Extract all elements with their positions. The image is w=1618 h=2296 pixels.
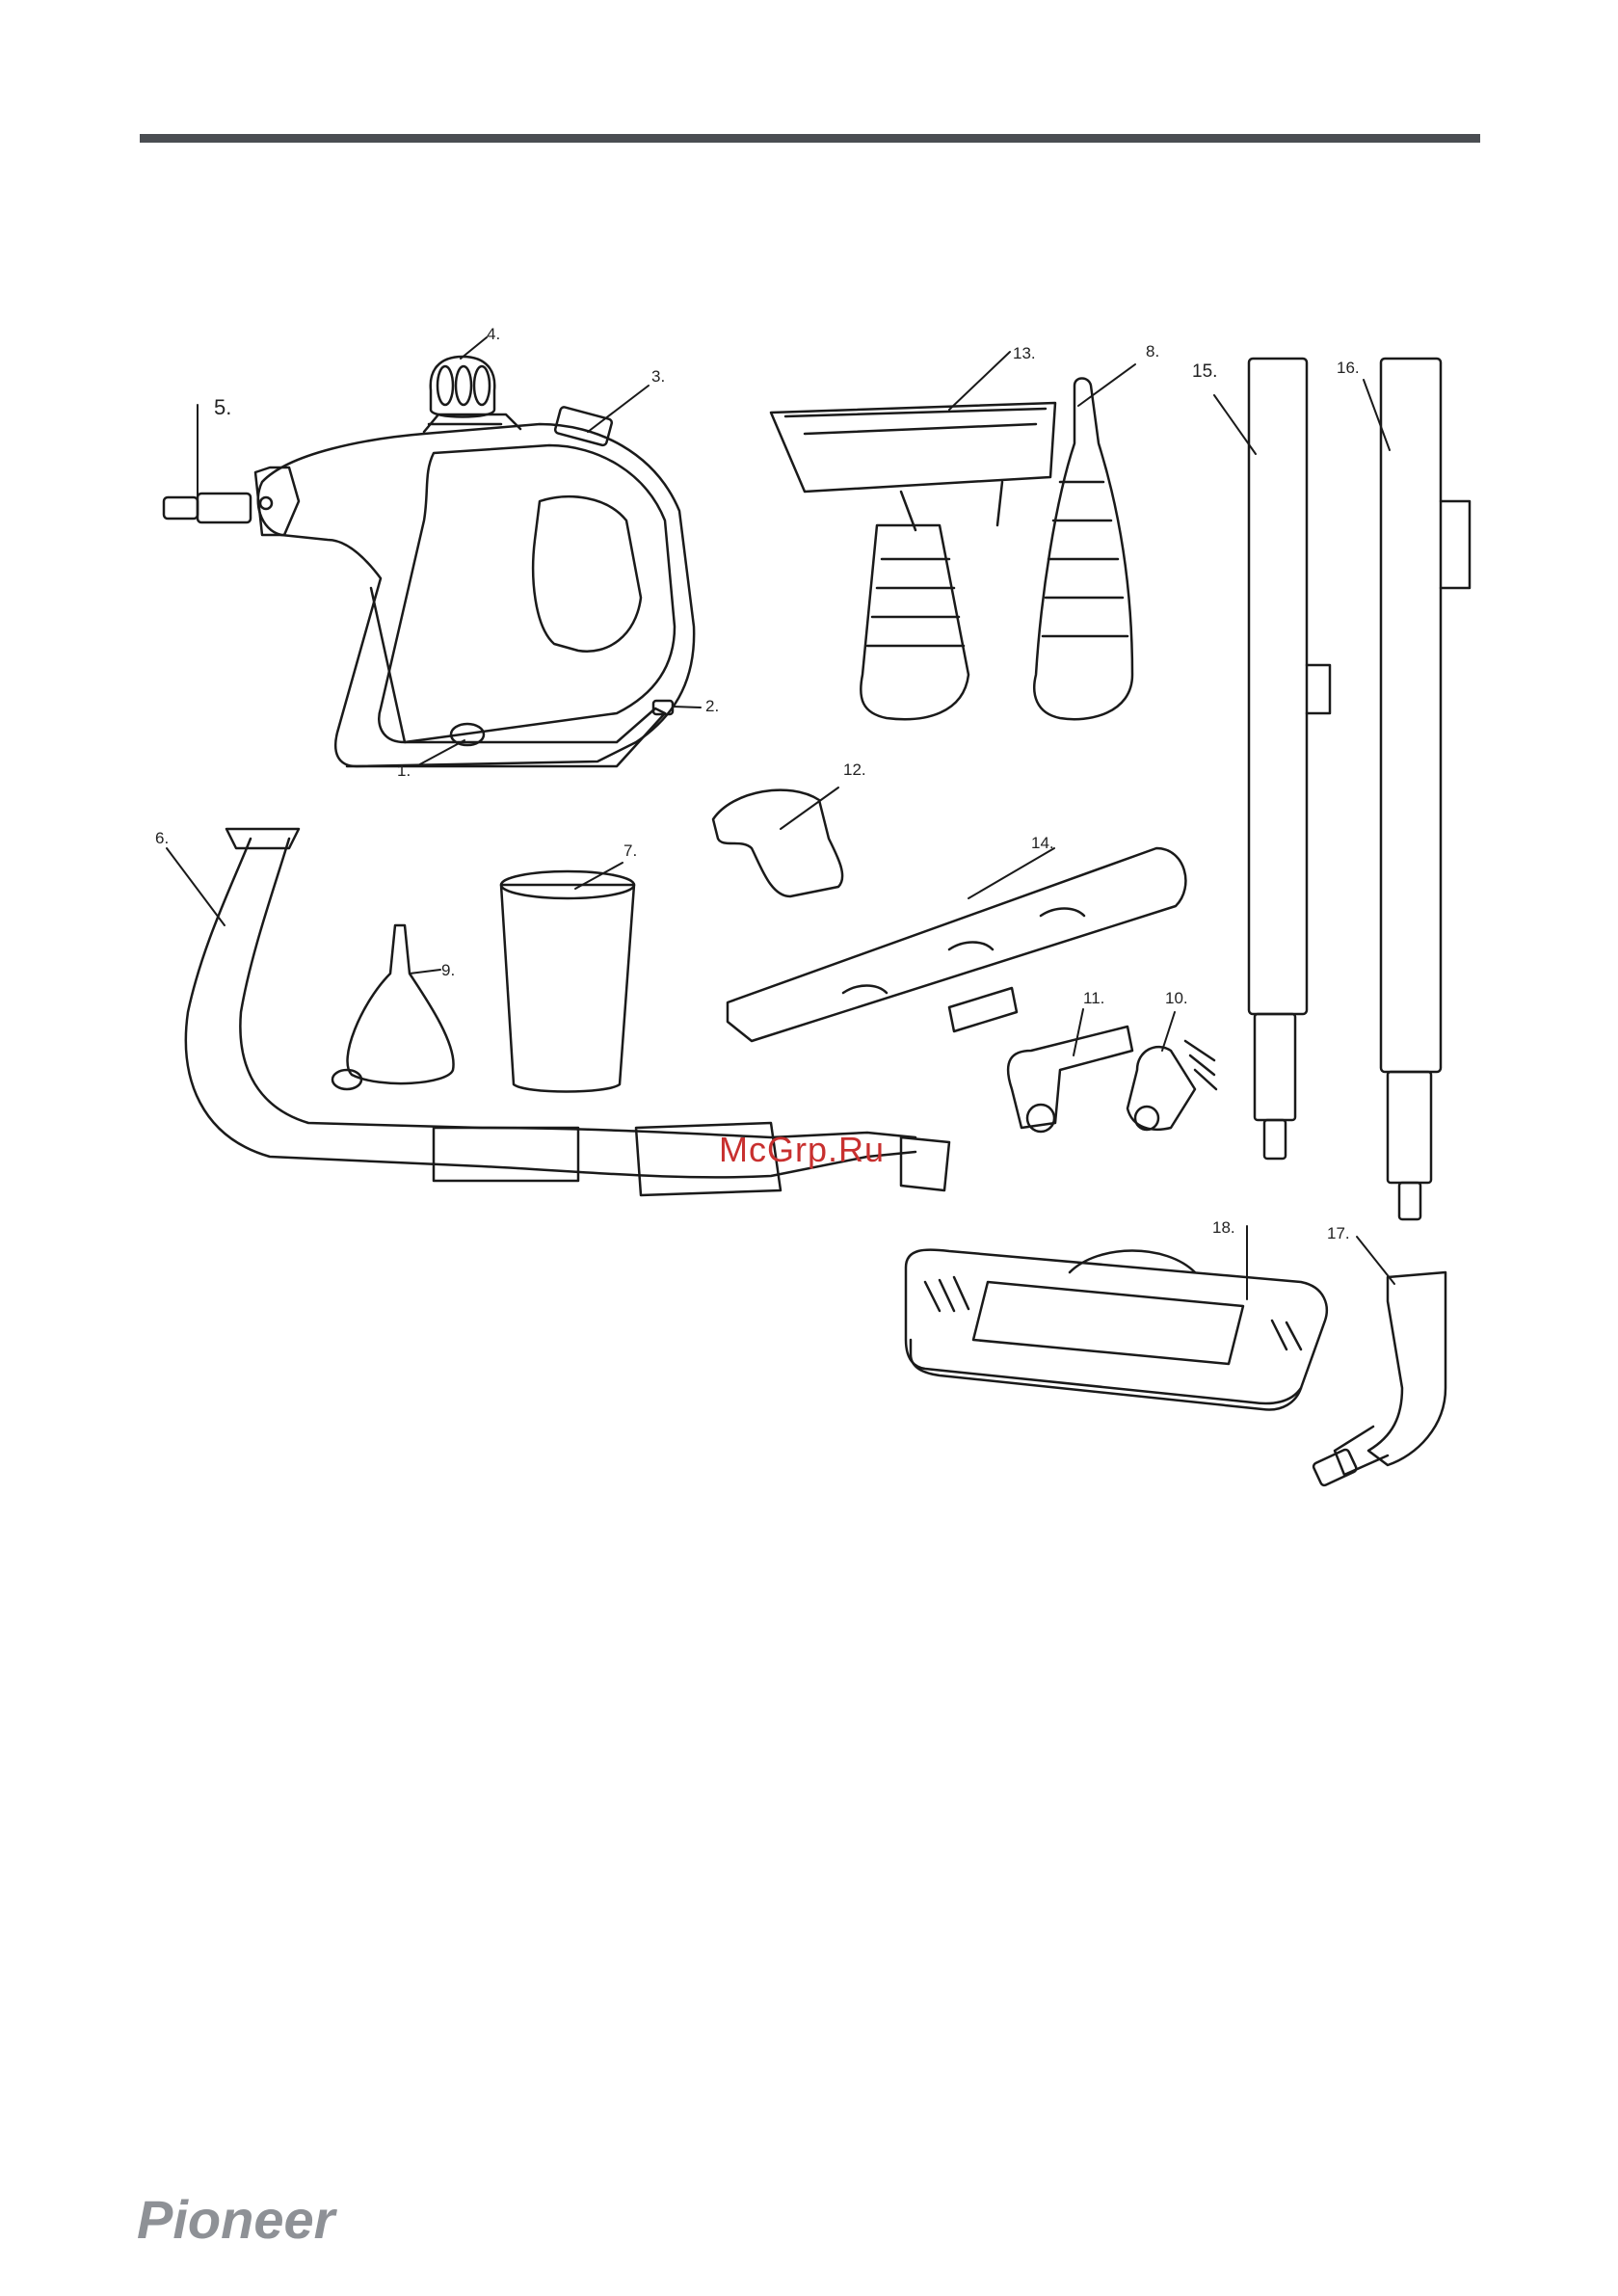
extension-tube-b: [1381, 359, 1470, 1219]
angled-nozzle: [1008, 1027, 1132, 1132]
label-part-7: 7.: [623, 841, 637, 861]
label-part-8: 8.: [1146, 342, 1159, 361]
label-part-13: 13.: [1013, 344, 1036, 363]
funnel: [332, 925, 454, 1089]
label-part-18: 18.: [1212, 1218, 1235, 1238]
round-brush: [1127, 1041, 1216, 1130]
label-part-9: 9.: [441, 961, 455, 980]
label-part-1: 1.: [397, 761, 411, 781]
squeegee-attachment: [728, 848, 1185, 1041]
label-part-6: 6.: [155, 829, 169, 848]
steam-cleaner-body: [164, 357, 694, 766]
label-part-16: 16.: [1337, 359, 1360, 378]
extension-tube-a: [1249, 359, 1330, 1159]
watermark: McGrp.Ru: [719, 1130, 885, 1170]
label-part-15: 15.: [1192, 361, 1217, 383]
label-part-12: 12.: [843, 761, 866, 780]
label-part-5: 5.: [214, 395, 231, 420]
label-part-2: 2.: [705, 697, 719, 716]
label-part-4: 4.: [487, 325, 500, 344]
brand-logo: Pioneer: [137, 2188, 334, 2251]
elbow-adapter: [1313, 1272, 1446, 1486]
floor-mop-head: [906, 1250, 1327, 1410]
label-part-3: 3.: [651, 367, 665, 387]
conical-nozzle: [1034, 379, 1132, 720]
label-part-17: 17.: [1327, 1224, 1350, 1243]
window-attachment: [771, 403, 1055, 719]
label-part-10: 10.: [1165, 989, 1188, 1008]
measuring-cup: [501, 871, 634, 1092]
window-cleaning-pad: [713, 790, 842, 896]
label-part-14: 14.: [1031, 834, 1054, 853]
label-part-11: 11.: [1083, 989, 1104, 1008]
